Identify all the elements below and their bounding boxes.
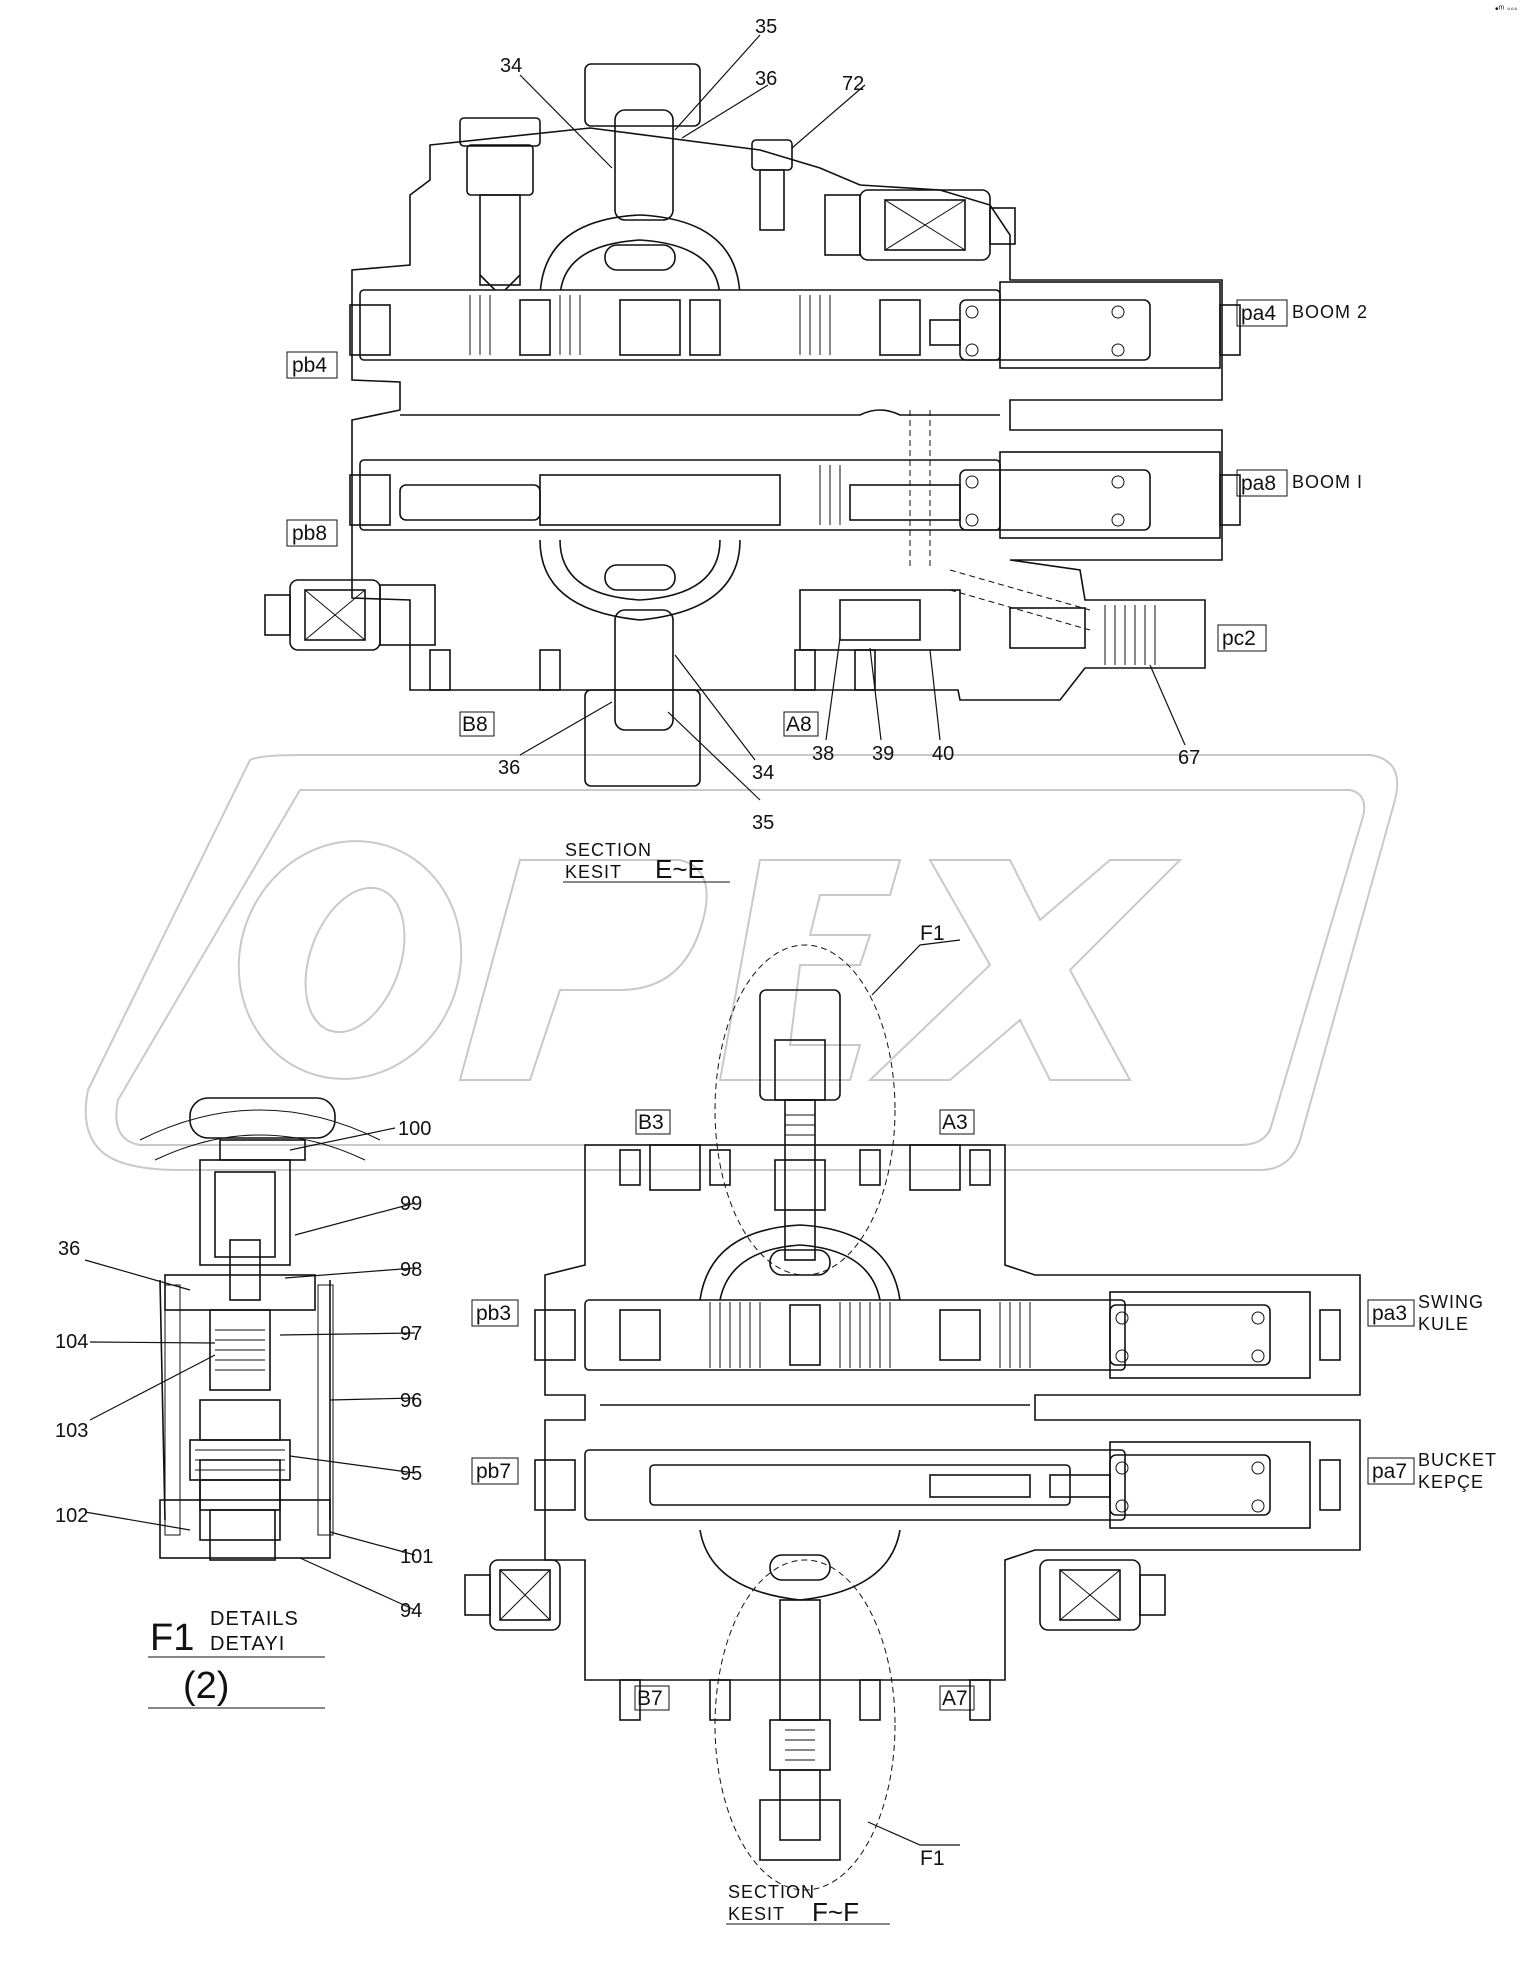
leader-lines-top (519, 34, 1186, 801)
port-pc2: pc2 (1222, 627, 1256, 650)
detail-id: F1 (150, 1617, 194, 1659)
part-numbers-detail: 100 99 98 36 97 104 103 96 95 102 101 94 (55, 1118, 433, 1622)
section-e-e-body (264, 63, 1241, 787)
detail-scale: (2) (183, 1665, 229, 1707)
port-b8: B8 (462, 713, 488, 736)
part-number: 95 (400, 1463, 422, 1485)
function-boom-2: BOOM 2 (1292, 302, 1368, 322)
port-pa4: pa4 (1241, 302, 1276, 325)
leader-lines-detail (84, 1127, 416, 1611)
part-number: 36 (755, 68, 777, 90)
function-swing: SWING (1418, 1292, 1484, 1312)
port-pa8: pa8 (1241, 472, 1276, 495)
part-number: 97 (400, 1323, 422, 1345)
port-pa7: pa7 (1372, 1460, 1407, 1483)
section-label: SECTION (728, 1882, 815, 1902)
opex-watermark (84, 754, 1399, 1171)
port-tags-bottom: B3 A3 pb3 pa3 SWING KULE pb7 pa7 BUCKET … (471, 1109, 1497, 1711)
callout-f1-bottom: F1 (920, 1847, 945, 1870)
section-id: E~E (655, 854, 705, 884)
part-number: 36 (498, 757, 520, 779)
port-pa3: pa3 (1372, 1302, 1407, 1325)
section-label: SECTION (565, 840, 652, 860)
port-b3: B3 (638, 1111, 664, 1134)
part-number: 72 (842, 73, 864, 95)
details-label: DETAILS (210, 1608, 299, 1630)
part-number: 96 (400, 1390, 422, 1412)
part-numbers-top: 34 35 36 72 36 34 35 38 39 40 67 (498, 16, 1200, 834)
kesit-label: KESIT (728, 1904, 785, 1924)
function-boom-1: BOOM I (1292, 472, 1363, 492)
port-pb3: pb3 (476, 1302, 511, 1325)
section-id: F~F (812, 1897, 859, 1927)
section-f-f-body (464, 944, 1361, 1891)
port-tags-top: pb4 pa4 BOOM 2 pb8 pa8 BOOM I pc2 B8 A8 (286, 299, 1368, 737)
part-number: 36 (58, 1238, 80, 1260)
port-a8: A8 (786, 713, 812, 736)
corner-mark: •ᵐ ◦◦◦ (1495, 4, 1518, 15)
part-number: 103 (55, 1420, 88, 1442)
part-number: 39 (872, 743, 894, 765)
part-number: 98 (400, 1259, 422, 1281)
part-number: 40 (932, 743, 954, 765)
part-number: 99 (400, 1193, 422, 1215)
part-number: 35 (752, 812, 774, 834)
detail-callouts: F1 F1 (867, 922, 961, 1870)
port-pb8: pb8 (292, 522, 327, 545)
part-number: 34 (752, 762, 774, 784)
function-kule: KULE (1418, 1314, 1469, 1334)
part-number: 38 (812, 743, 834, 765)
port-pb7: pb7 (476, 1460, 511, 1483)
detail-caption: F1 DETAILS DETAYI (2) (148, 1608, 325, 1709)
detayi-label: DETAYI (210, 1633, 285, 1655)
part-number: 104 (55, 1331, 88, 1353)
part-number: 94 (400, 1600, 422, 1622)
port-b7: B7 (637, 1687, 663, 1710)
port-a7: A7 (942, 1687, 968, 1710)
section-f-f-title: SECTION KESIT F~F (726, 1882, 890, 1927)
callout-f1-top: F1 (920, 922, 945, 945)
part-number: 102 (55, 1505, 88, 1527)
section-e-e-title: SECTION KESIT E~E (563, 840, 730, 884)
part-number: 67 (1178, 747, 1200, 769)
port-pb4: pb4 (292, 354, 327, 377)
part-number: 100 (398, 1118, 431, 1140)
function-bucket: BUCKET (1418, 1450, 1497, 1470)
port-a3: A3 (942, 1111, 968, 1134)
detail-f1-drawing (139, 1097, 381, 1561)
part-number: 35 (755, 16, 777, 38)
part-number: 101 (400, 1546, 433, 1568)
kesit-label: KESIT (565, 862, 622, 882)
part-number: 34 (500, 55, 522, 77)
function-kepce: KEPÇE (1418, 1472, 1484, 1492)
